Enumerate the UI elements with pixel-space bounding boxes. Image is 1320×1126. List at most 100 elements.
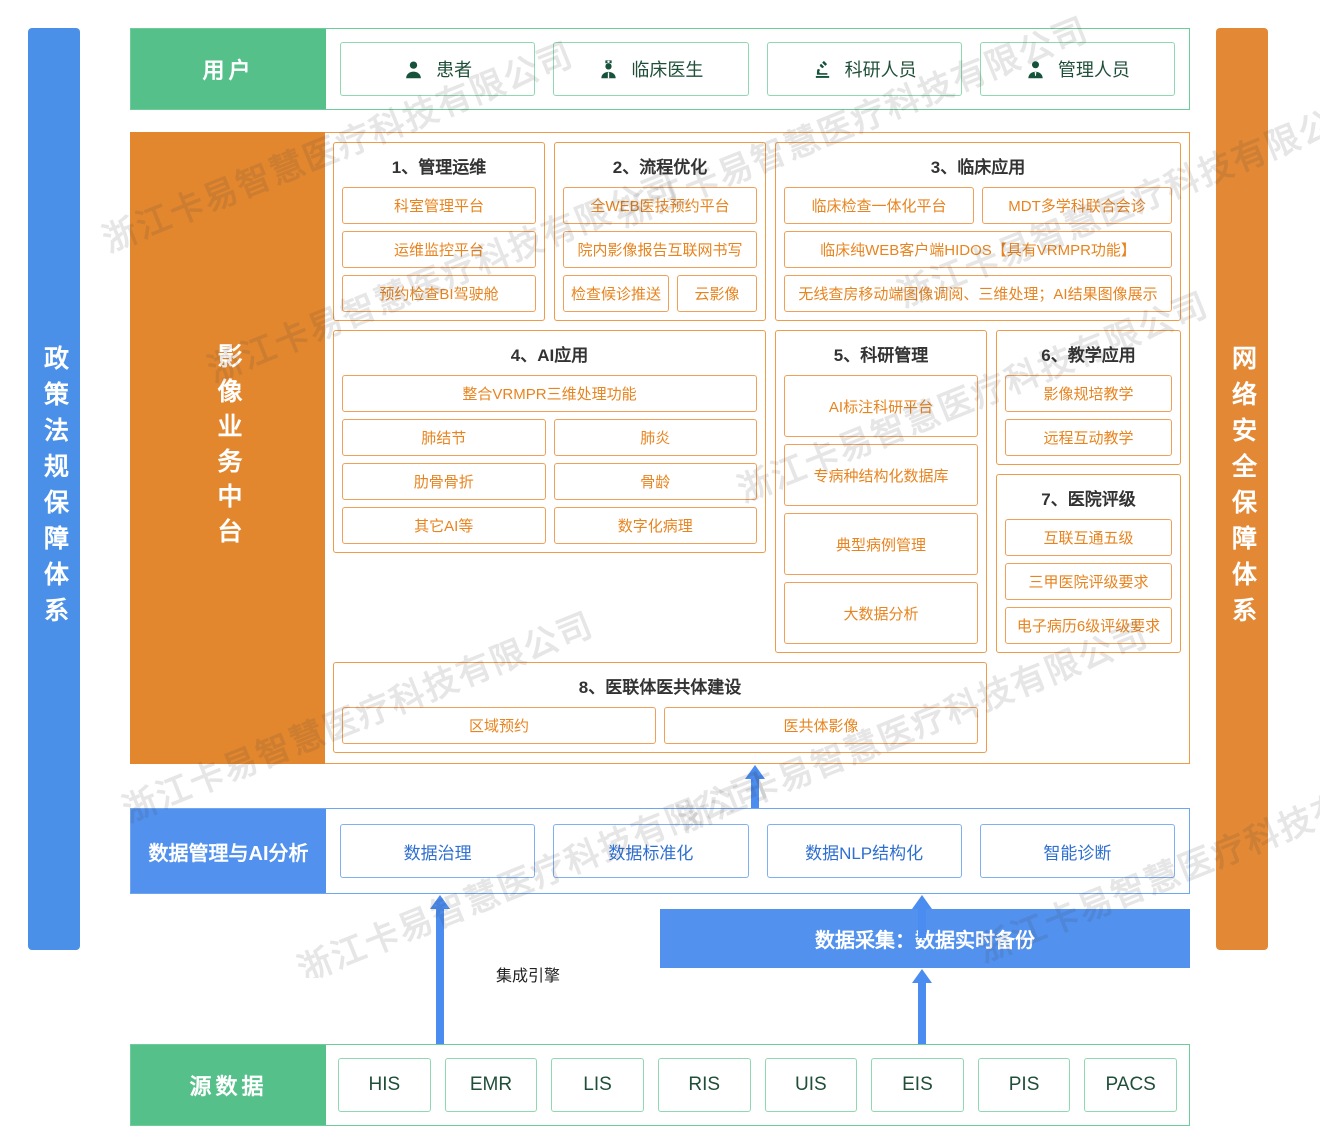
platform-item[interactable]: 全WEB医技预约平台 — [563, 187, 757, 224]
data-chip-3[interactable]: 数据NLP结构化 — [766, 824, 962, 878]
user-chip-1[interactable]: 患者 — [340, 42, 536, 96]
users-list: 患者 临床医生 科研人员 管理人员 — [326, 29, 1189, 109]
platform-group-8[interactable]: 8、医联体医共体建设 区域预约 医共体影像 — [333, 662, 987, 753]
source-chip-emr[interactable]: EMR — [444, 1058, 538, 1112]
right-sidebar-label: 网络安全保障体系 — [1228, 345, 1257, 633]
data-chip-1[interactable]: 数据治理 — [340, 824, 536, 878]
ingestion-connector-area: 数据采集：数据实时备份 集成引擎 — [130, 894, 1190, 1044]
group-title: 6、教学应用 — [1041, 346, 1136, 365]
group-title: 4、AI应用 — [510, 346, 589, 365]
platform-item[interactable]: 院内影像报告互联网书写 — [563, 231, 757, 268]
platform-item-row: 其它AI等 数字化病理 — [342, 507, 757, 544]
platform-group-3[interactable]: 3、临床应用 临床检查一体化平台 MDT多学科联合会诊 临床纯WEB客户端HID… — [775, 142, 1181, 321]
imaging-business-platform: 影像业务中台 1、管理运维 科室管理平台 运维监控平台 预约检查BI驾驶舱 2、… — [130, 132, 1190, 764]
platform-item-row: 临床检查一体化平台 MDT多学科联合会诊 — [784, 187, 1172, 224]
platform-item-row: 肺结节 肺炎 — [342, 419, 757, 456]
data-band-label: 数据管理与AI分析 — [131, 809, 326, 893]
platform-item[interactable]: 无线查房移动端图像调阅、三维处理；AI结果图像展示 — [784, 275, 1172, 312]
platform-item[interactable]: 医共体影像 — [664, 707, 978, 744]
platform-to-data-connector — [130, 764, 1190, 808]
platform-group-6[interactable]: 6、教学应用 影像规培教学 远程互动教学 — [996, 330, 1181, 465]
platform-item-row: 区域预约 医共体影像 — [342, 707, 978, 744]
platform-item[interactable]: 其它AI等 — [342, 507, 546, 544]
source-chip-ris[interactable]: RIS — [657, 1058, 751, 1112]
platform-item[interactable]: 远程互动教学 — [1005, 419, 1172, 456]
platform-item[interactable]: 大数据分析 — [784, 582, 978, 644]
platform-left-stack: 4、AI应用 整合VRMPR三维处理功能 肺结节 肺炎 肋骨骨折 骨龄 其它AI… — [333, 330, 766, 653]
platform-item[interactable]: MDT多学科联合会诊 — [982, 187, 1172, 224]
group-title: 7、医院评级 — [1041, 490, 1136, 509]
platform-item[interactable]: 临床纯WEB客户端HIDOS【具有VRMPR功能】 — [784, 231, 1172, 268]
group-title: 3、临床应用 — [930, 158, 1026, 177]
platform-item[interactable]: AI标注科研平台 — [784, 375, 978, 437]
user-chip-4[interactable]: 管理人员 — [979, 42, 1175, 96]
platform-item[interactable]: 肺炎 — [553, 419, 757, 456]
platform-item[interactable]: 区域预约 — [342, 707, 656, 744]
platform-item[interactable]: 肺结节 — [342, 419, 546, 456]
platform-band-label: 影像业务中台 — [130, 132, 325, 764]
platform-row-2: 4、AI应用 整合VRMPR三维处理功能 肺结节 肺炎 肋骨骨折 骨龄 其它AI… — [333, 330, 1181, 653]
arrow-collect-to-data — [912, 895, 932, 938]
platform-item[interactable]: 互联互通五级 — [1005, 519, 1172, 556]
source-chip-lis[interactable]: LIS — [551, 1058, 644, 1112]
manager-icon — [1025, 59, 1046, 80]
platform-group-5[interactable]: 5、科研管理 AI标注科研平台 专病种结构化数据库 典型病例管理 大数据分析 — [775, 330, 987, 653]
microscope-icon — [812, 59, 833, 80]
arrow-source-to-collect — [912, 969, 932, 1044]
user-chip-2[interactable]: 临床医生 — [553, 42, 749, 96]
platform-item[interactable]: 云影像 — [677, 275, 757, 312]
group-title: 1、管理运维 — [391, 158, 487, 177]
person-icon — [403, 59, 424, 80]
source-chip-eis[interactable]: EIS — [871, 1058, 964, 1112]
data-chip-2[interactable]: 数据标准化 — [553, 824, 749, 878]
platform-item[interactable]: 影像规培教学 — [1005, 375, 1172, 412]
source-chip-his[interactable]: HIS — [338, 1058, 431, 1112]
platform-item[interactable]: 三甲医院评级要求 — [1005, 563, 1172, 600]
group-title: 5、科研管理 — [833, 346, 929, 365]
user-chip-label: 患者 — [436, 60, 473, 80]
platform-item[interactable]: 肋骨骨折 — [342, 463, 546, 500]
platform-item[interactable]: 科室管理平台 — [342, 187, 536, 224]
platform-item[interactable]: 骨龄 — [553, 463, 757, 500]
platform-item-row: 检查候诊推送 云影像 — [563, 275, 757, 312]
integration-engine-label: 集成引擎 — [495, 968, 560, 985]
platform-item[interactable]: 数字化病理 — [553, 507, 757, 544]
platform-item[interactable]: 电子病历6级评级要求 — [1005, 607, 1172, 644]
group-title: 8、医联体医共体建设 — [578, 678, 742, 697]
platform-group-1[interactable]: 1、管理运维 科室管理平台 运维监控平台 预约检查BI驾驶舱 — [333, 142, 545, 321]
platform-item[interactable]: 整合VRMPR三维处理功能 — [342, 375, 757, 412]
user-chip-label: 管理人员 — [1057, 60, 1130, 80]
user-chip-label: 科研人员 — [844, 60, 917, 80]
user-chip-3[interactable]: 科研人员 — [766, 42, 962, 96]
platform-right-stack: 6、教学应用 影像规培教学 远程互动教学 7、医院评级 互联互通五级 三甲医院评… — [996, 330, 1181, 653]
doctor-icon — [598, 59, 619, 80]
policy-regulation-sidebar: 政策法规保障体系 — [28, 28, 80, 950]
source-chip-pacs[interactable]: PACS — [1084, 1058, 1177, 1112]
platform-item[interactable]: 预约检查BI驾驶舱 — [342, 275, 536, 312]
platform-group-2[interactable]: 2、流程优化 全WEB医技预约平台 院内影像报告互联网书写 检查候诊推送 云影像 — [554, 142, 766, 321]
platform-item[interactable]: 检查候诊推送 — [563, 275, 669, 312]
platform-item[interactable]: 临床检查一体化平台 — [784, 187, 974, 224]
platform-item[interactable]: 典型病例管理 — [784, 513, 978, 575]
platform-row-1: 1、管理运维 科室管理平台 运维监控平台 预约检查BI驾驶舱 2、流程优化 全W… — [333, 142, 1181, 321]
users-band: 用户 患者 临床医生 科研人员 管理人员 — [130, 28, 1190, 110]
left-sidebar-label: 政策法规保障体系 — [40, 345, 69, 633]
data-chip-4[interactable]: 智能诊断 — [979, 824, 1175, 878]
platform-groups-container: 1、管理运维 科室管理平台 运维监控平台 预约检查BI驾驶舱 2、流程优化 全W… — [325, 132, 1190, 764]
data-items-list: 数据治理数据标准化数据NLP结构化智能诊断 — [326, 809, 1189, 893]
data-management-band: 数据管理与AI分析 数据治理数据标准化数据NLP结构化智能诊断 — [130, 808, 1190, 894]
platform-label-text: 影像业务中台 — [214, 343, 242, 553]
platform-group-4[interactable]: 4、AI应用 整合VRMPR三维处理功能 肺结节 肺炎 肋骨骨折 骨龄 其它AI… — [333, 330, 766, 553]
platform-item-row: 肋骨骨折 骨龄 — [342, 463, 757, 500]
platform-row-3: 8、医联体医共体建设 区域预约 医共体影像 — [333, 662, 1181, 753]
source-chip-pis[interactable]: PIS — [977, 1058, 1071, 1112]
source-chip-uis[interactable]: UIS — [764, 1058, 858, 1112]
platform-item[interactable]: 专病种结构化数据库 — [784, 444, 978, 506]
platform-group-7[interactable]: 7、医院评级 互联互通五级 三甲医院评级要求 电子病历6级评级要求 — [996, 474, 1181, 653]
users-band-label: 用户 — [131, 29, 326, 109]
network-security-sidebar: 网络安全保障体系 — [1216, 28, 1268, 950]
group-title: 2、流程优化 — [612, 158, 708, 177]
platform-item[interactable]: 运维监控平台 — [342, 231, 536, 268]
